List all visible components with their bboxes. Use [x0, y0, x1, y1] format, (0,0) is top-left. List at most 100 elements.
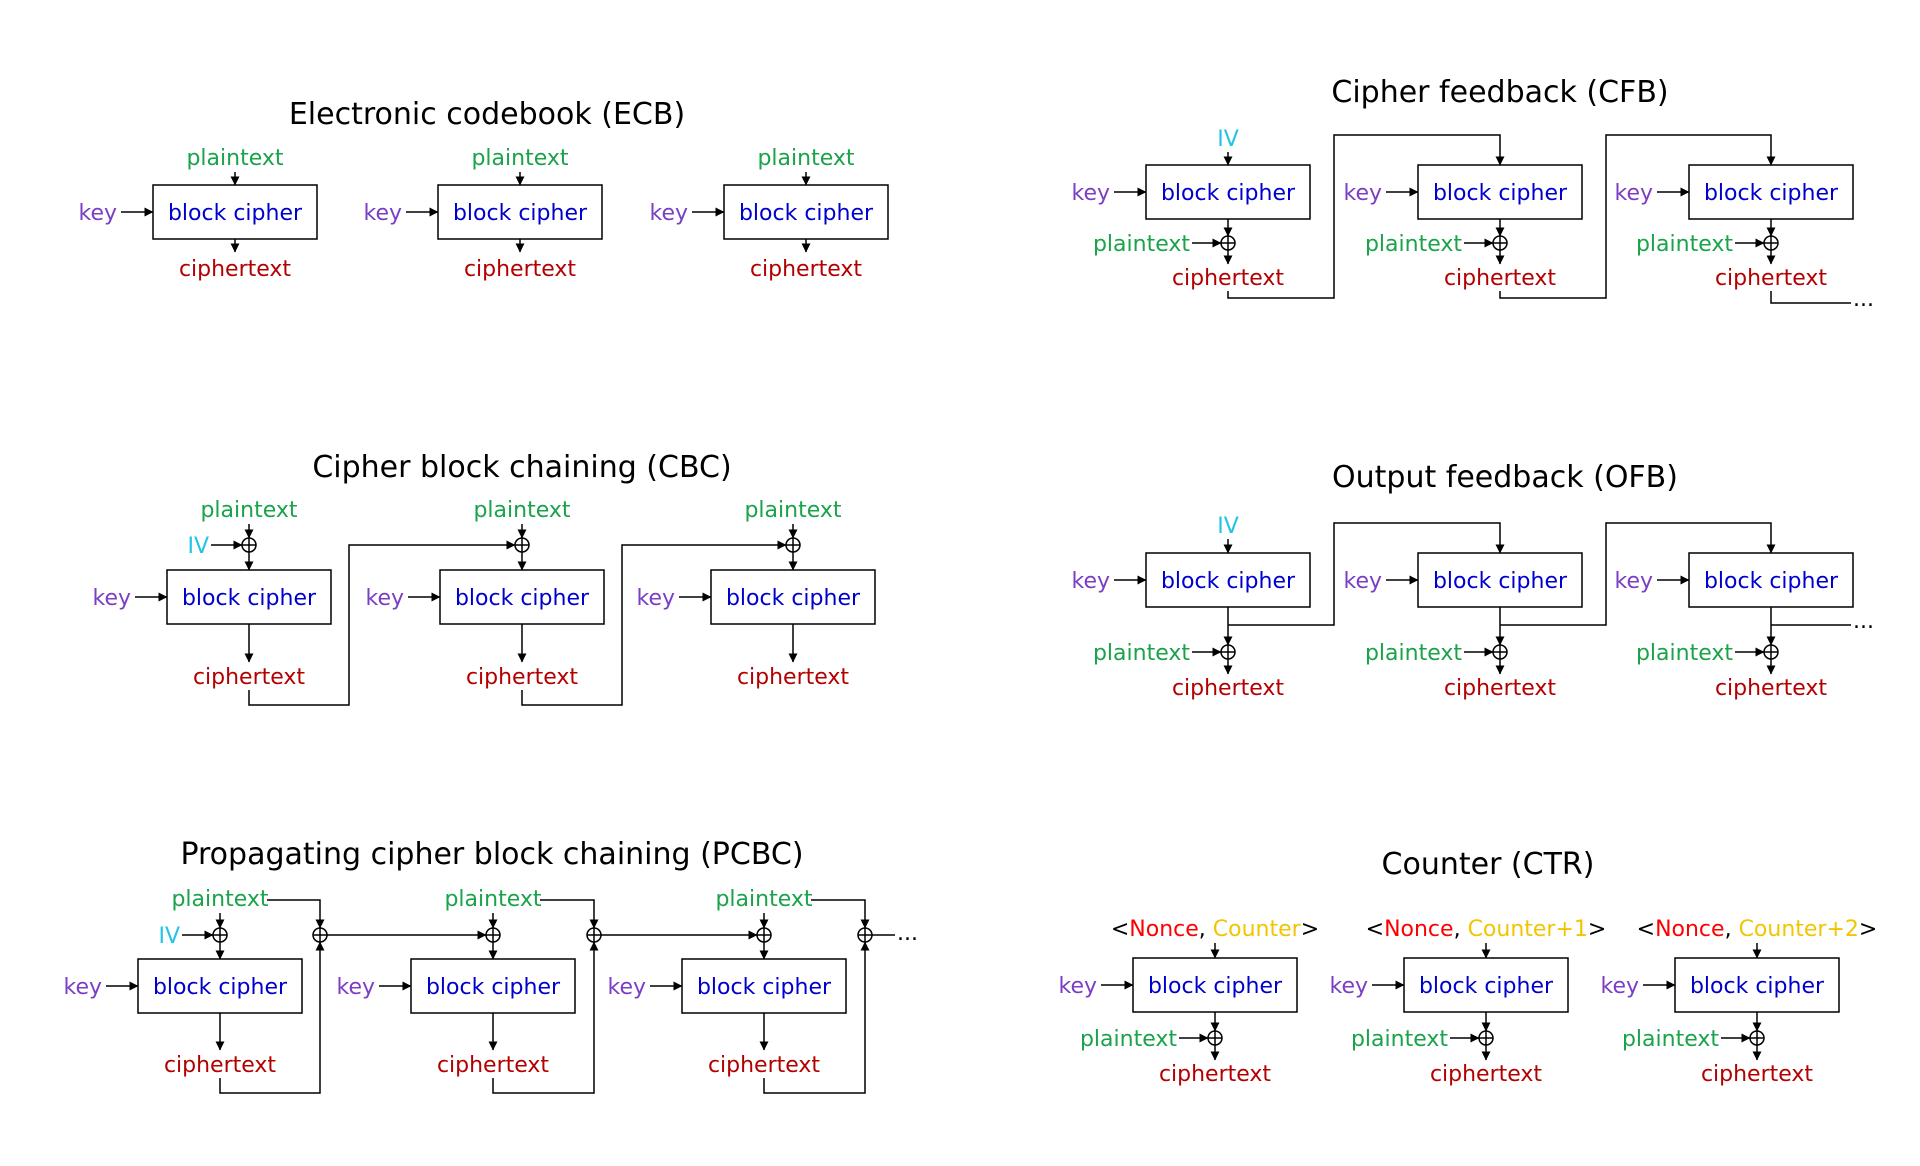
ecb-2-ciphertext: ciphertext: [464, 257, 576, 282]
ecb-2-label: block cipher: [453, 201, 588, 226]
ofb-2-label: block cipher: [1433, 569, 1568, 594]
cfb-1-ciphertext: ciphertext: [1172, 266, 1284, 291]
ecb-1-box: [152, 184, 318, 240]
ctr-2-lt: <: [1366, 917, 1384, 942]
ofb-2-plaintext: plaintext: [1365, 641, 1462, 666]
cbc-2-xor-cross: [515, 538, 529, 552]
ecb-2-box: [437, 184, 603, 240]
cbc-2-chain: [521, 540, 787, 706]
cfb-1-key-label: key: [1071, 181, 1110, 206]
cfb-2-plaintext: plaintext: [1365, 232, 1462, 257]
pcbc-title: Propagating cipher block chaining (PCBC): [180, 837, 803, 872]
pcbc-2-box: [410, 958, 576, 1014]
ctr-3-plaintext: plaintext: [1622, 1027, 1719, 1052]
cfb-2-feedback: [1499, 134, 1776, 299]
ofb-1-plaintext: plaintext: [1093, 641, 1190, 666]
cbc-2-key-label: key: [365, 586, 404, 611]
ofb-2-xor-cross: [1493, 645, 1507, 659]
pcbc-3-junction-xor-cross: [858, 928, 872, 942]
cbc-1-xor-cross: [242, 538, 256, 552]
ctr-1-key-label: key: [1058, 974, 1097, 999]
cfb-title: Cipher feedback (CFB): [1331, 75, 1668, 110]
cfb-2-box: [1417, 164, 1583, 220]
ofb-3-box: [1688, 552, 1854, 608]
ctr-3-counter: Counter+2: [1739, 917, 1859, 942]
ofb-3-plaintext: plaintext: [1636, 641, 1733, 666]
pcbc-2-xor-cross: [486, 928, 500, 942]
ofb-1-feedback: [1228, 522, 1505, 626]
cfb-1-plaintext: plaintext: [1093, 232, 1190, 257]
ctr-1-nonce-counter: <Nonce, Counter>: [1111, 917, 1319, 942]
cbc-1-plaintext: plaintext: [200, 498, 297, 523]
pcbc-2-key-label: key: [336, 975, 375, 1000]
ecb-1-ciphertext: ciphertext: [179, 257, 291, 282]
pcbc-3-ciphertext: ciphertext: [708, 1053, 820, 1078]
ctr-1-nonce: Nonce: [1129, 917, 1199, 942]
ofb-title: Output feedback (OFB): [1332, 460, 1678, 495]
ecb-1-label: block cipher: [168, 201, 303, 226]
cbc-1-chain: [248, 540, 516, 706]
ctr-3-nonce-counter: <Nonce, Counter+2>: [1637, 917, 1878, 942]
ctr-2-nonce-counter: <Nonce, Counter+1>: [1366, 917, 1607, 942]
ofb-1-key-label: key: [1071, 569, 1110, 594]
ofb-3-xor-cross: [1764, 645, 1778, 659]
ctr-3-xor-cross: [1750, 1031, 1764, 1045]
ofb-1-ciphertext: ciphertext: [1172, 676, 1284, 701]
ofb-1-box: [1145, 552, 1311, 608]
ctr-3-key-label: key: [1600, 974, 1639, 999]
cbc-2-label: block cipher: [455, 586, 590, 611]
cbc-1-key-label: key: [92, 586, 131, 611]
cbc-1-box: [166, 569, 332, 625]
cfb-3-ciphertext: ciphertext: [1715, 266, 1827, 291]
cfb-2-ciphertext: ciphertext: [1444, 266, 1556, 291]
ecb-1-plaintext: plaintext: [186, 146, 283, 171]
ecb-2-plaintext: plaintext: [471, 146, 568, 171]
cfb-2-label: block cipher: [1433, 181, 1568, 206]
cfb-3-label: block cipher: [1704, 181, 1839, 206]
cfb-2-key-label: key: [1343, 181, 1382, 206]
cfb-1-box: [1145, 164, 1311, 220]
pcbc-1-box: [137, 958, 303, 1014]
pcbc-1-plaintext: plaintext: [171, 887, 268, 912]
ofb-2-key-label: key: [1343, 569, 1382, 594]
ofb-1-label: block cipher: [1161, 569, 1296, 594]
ofb-1-xor-cross: [1221, 645, 1235, 659]
pcbc-2-pt-branch: [540, 899, 599, 929]
cbc-2-plaintext: plaintext: [473, 498, 570, 523]
cfb-3-box: [1688, 164, 1854, 220]
ctr-1-comma: ,: [1199, 917, 1213, 942]
ecb-3-box: [723, 184, 889, 240]
ecb-3-label: block cipher: [739, 201, 874, 226]
pcbc-3-key-label: key: [607, 975, 646, 1000]
cbc-1-ciphertext: ciphertext: [193, 665, 305, 690]
cbc-3-plaintext: plaintext: [744, 498, 841, 523]
pcbc-3-pt-branch: [811, 899, 870, 929]
pcbc-3-label: block cipher: [697, 975, 832, 1000]
ecb-title: Electronic codebook (ECB): [289, 97, 685, 132]
ctr-1-ciphertext: ciphertext: [1159, 1062, 1271, 1087]
ofb-2-feedback: [1500, 522, 1776, 626]
ctr-1-label: block cipher: [1148, 974, 1283, 999]
pcbc-3-box: [681, 958, 847, 1014]
pcbc-2-ct-branch: [492, 941, 599, 1094]
ecb-3-plaintext: plaintext: [757, 146, 854, 171]
cbc-3-key-label: key: [636, 586, 675, 611]
ctr-3-lt: <: [1637, 917, 1655, 942]
ctr-3-nonce: Nonce: [1655, 917, 1725, 942]
ctr-2-nonce: Nonce: [1384, 917, 1454, 942]
cfb-1-feedback: [1227, 134, 1505, 299]
ofb-3-key-label: key: [1614, 569, 1653, 594]
cfb-ellipsis: ...: [1853, 287, 1874, 312]
cfb-3-xor-cross: [1764, 236, 1778, 250]
ctr-2-comma: ,: [1454, 917, 1468, 942]
pcbc-3-ct-branch: [763, 941, 870, 1094]
ctr-3-gt: >: [1859, 917, 1877, 942]
ofb-3-ciphertext: ciphertext: [1715, 676, 1827, 701]
ecb-3-ciphertext: ciphertext: [750, 257, 862, 282]
ctr-1-box: [1132, 957, 1298, 1013]
cbc-3-ciphertext: ciphertext: [737, 665, 849, 690]
ofb-2-box: [1417, 552, 1583, 608]
pcbc-1-ct-branch: [219, 941, 325, 1094]
ctr-1-lt: <: [1111, 917, 1129, 942]
